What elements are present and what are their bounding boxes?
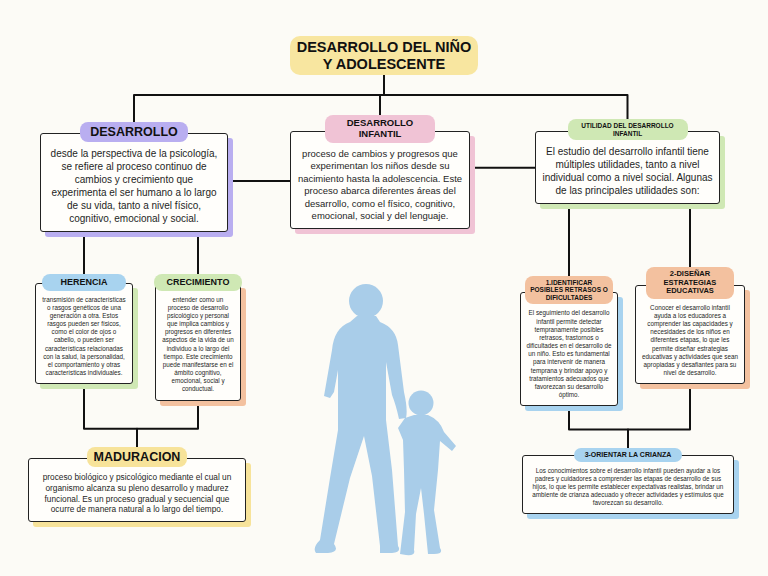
body-text: transmisión de características o rasgos … (41, 296, 127, 378)
heading-pill: 1.IDENTIFICAR POSIBLES RETRASOS O DIFICU… (525, 276, 613, 304)
concept-box: UTILIDAD DEL DESARROLLO INFANTILEl estud… (535, 131, 720, 204)
connector-line (83, 232, 85, 274)
body-text: desde la perspectiva de la psicología, s… (46, 147, 222, 225)
concept-box: HERENCIAtransmisión de características o… (35, 283, 133, 384)
title-box: DESARROLLO DEL NIÑO Y ADOLESCENTE (290, 36, 478, 75)
heading-pill: 2-DISEÑAR ESTRATEGIAS EDUCATIVAS (646, 267, 734, 299)
body-text: entender como un proceso de desarrollo p… (161, 296, 235, 394)
connector-line (384, 75, 628, 119)
title-text: DESARROLLO DEL NIÑO Y ADOLESCENTE (296, 39, 472, 72)
concept-box: DESARROLLOdesde la perspectiva de la psi… (40, 133, 228, 232)
connector-line (568, 204, 570, 276)
concept-box: MADURACIONproceso biológico y psicológic… (28, 458, 246, 522)
concept-box: 3-ORIENTAR LA CRIANZALos conocimientos s… (522, 455, 734, 514)
heading-pill: UTILIDAD DEL DESARROLLO INFANTIL (568, 119, 688, 140)
body-text: proceso de cambios y progresos que exper… (296, 148, 464, 222)
connector-line (569, 406, 628, 447)
concept-box: 2-DISEÑAR ESTRATEGIAS EDUCATIVASConocer … (635, 285, 745, 384)
concept-box: CRECIMIENTOentender como un proceso de d… (155, 283, 241, 401)
concept-box: DESARROLLO INFANTILproceso de cambios y … (290, 131, 470, 229)
heading-pill: DESARROLLO (80, 122, 188, 142)
connector-line (628, 384, 690, 447)
connector-line (689, 204, 691, 267)
child-head (409, 391, 434, 416)
body-text: El seguimiento del desarrollo infantil p… (526, 309, 612, 399)
adult-head (349, 284, 383, 318)
body-text: Los conocimientos sobre el desarrollo in… (528, 467, 728, 508)
heading-pill: HERENCIA (42, 274, 126, 290)
heading-pill: CRECIMIENTO (154, 274, 242, 290)
connector-line (470, 167, 535, 169)
concept-box: 1.IDENTIFICAR POSIBLES RETRASOS O DIFICU… (520, 292, 618, 406)
child-body (398, 415, 456, 555)
silhouette (315, 284, 456, 555)
adult-body (315, 316, 407, 553)
connector-line (137, 401, 198, 447)
connector-line (84, 384, 137, 447)
connector-line (197, 232, 199, 274)
body-text: Conocer el desarrollo infantil ayuda a l… (641, 304, 739, 378)
body-text: El estudio del desarrollo infantil tiene… (541, 145, 714, 197)
heading-pill: DESARROLLO INFANTIL (325, 115, 435, 143)
heading-pill: MADURACION (87, 447, 187, 467)
body-text: proceso biológico y psicológico mediante… (34, 472, 240, 515)
heading-pill: 3-ORIENTAR LA CRIANZA (574, 448, 682, 462)
connector-line (228, 180, 290, 182)
